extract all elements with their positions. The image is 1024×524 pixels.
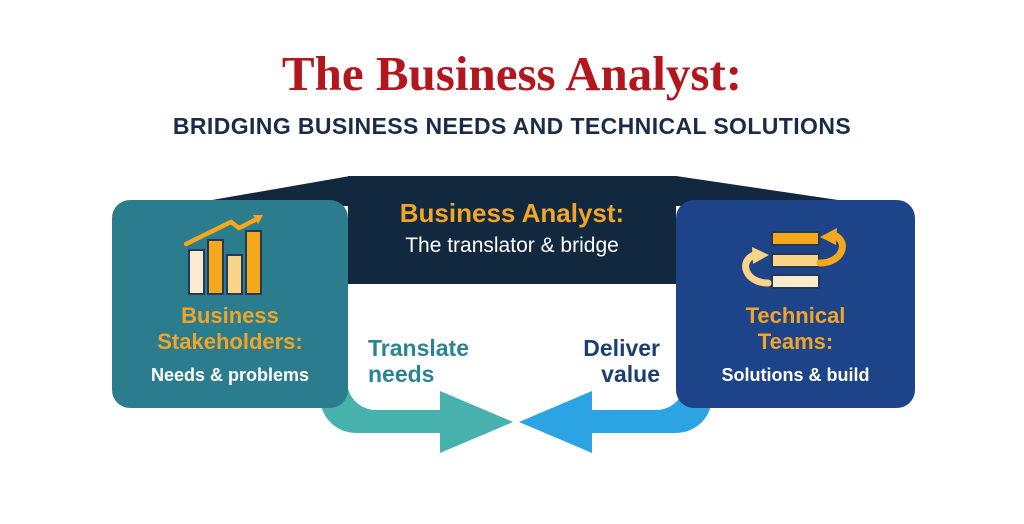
bar-chart-trend-icon: [184, 215, 263, 295]
deliver-arrow: [519, 380, 712, 453]
translate-label-line2: needs: [368, 361, 435, 387]
page-subtitle: BRIDGING BUSINESS NEEDS AND TECHNICAL SO…: [172, 113, 852, 139]
process-bar-top: [770, 231, 820, 246]
deliver-label-line1: Deliver: [583, 335, 660, 361]
stakeholders-panel: Business Stakeholders: Needs & problems: [112, 200, 348, 408]
bar-3: [226, 254, 243, 295]
trend-line: [184, 217, 258, 247]
technical-heading: Technical Teams:: [676, 303, 915, 355]
bridge-label: Business Analyst: The translator & bridg…: [348, 198, 676, 258]
bridge-heading: Business Analyst:: [399, 198, 625, 228]
process-bar-bottom: [770, 274, 820, 289]
technical-panel: Technical Teams: Solutions & build: [676, 200, 915, 408]
sync-arrowhead-left: [751, 247, 769, 264]
technical-heading-line2: Teams:: [757, 329, 834, 354]
sync-arrowhead-right: [819, 228, 837, 245]
stakeholders-heading: Business Stakeholders:: [112, 303, 348, 355]
stakeholders-heading-line2: Stakeholders:: [157, 329, 303, 354]
stakeholders-subheading: Needs & problems: [150, 365, 310, 385]
bar-1: [188, 249, 205, 295]
trend-arrowhead: [253, 215, 263, 224]
bridge-subheading: The translator & bridge: [405, 234, 619, 257]
translate-needs-label: Translate needs: [368, 335, 469, 387]
bar-4: [245, 230, 262, 295]
bar-2: [207, 239, 224, 295]
sync-arrow-right: [816, 231, 846, 267]
translate-label-line1: Translate: [368, 335, 469, 361]
bridge-column-shape: [348, 176, 676, 284]
sync-arrow-left: [741, 251, 771, 287]
stakeholders-heading-line1: Business: [181, 303, 279, 328]
deliver-label-line2: value: [601, 361, 660, 387]
page-title: The Business Analyst:: [281, 46, 743, 101]
deliver-value-label: Deliver value: [510, 335, 660, 387]
translate-arrow: [320, 380, 513, 453]
technical-subheading: Solutions & build: [721, 365, 870, 385]
technical-heading-line1: Technical: [745, 303, 846, 328]
process-bar-middle: [770, 253, 820, 268]
process-sync-icon: [741, 228, 846, 289]
